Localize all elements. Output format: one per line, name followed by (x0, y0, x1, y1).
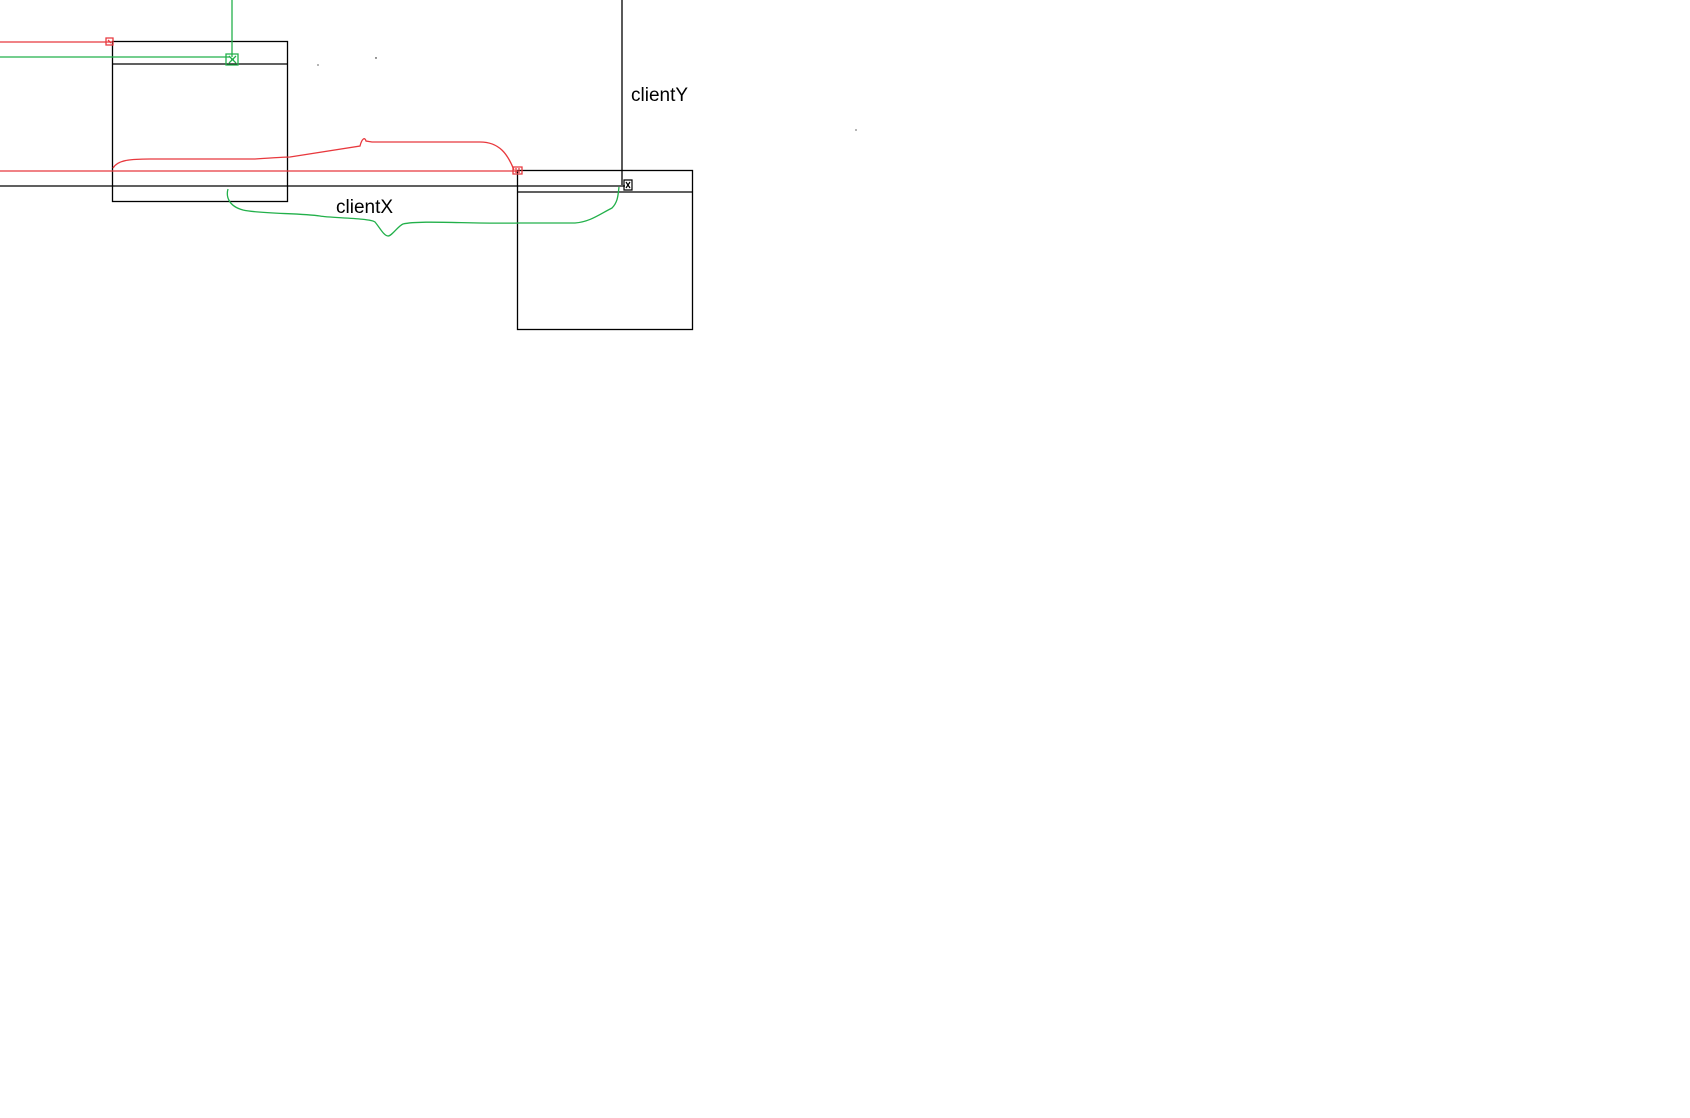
green-cursor-marker (225, 53, 239, 66)
moved-box-frame (516, 169, 694, 331)
red-distance-brace (112, 138, 515, 171)
original-box (111, 40, 289, 203)
black-cursor-marker (623, 179, 633, 191)
clientx-label: clientX (336, 197, 393, 218)
stray-dot (317, 64, 319, 66)
green-cursor-lines (0, 0, 620, 237)
stray-dot (375, 57, 377, 59)
green-distance-brace (226, 186, 620, 237)
red-marker-top (105, 37, 114, 46)
red-offset-lines (0, 37, 523, 175)
red-marker-bottom (512, 166, 523, 175)
clienty-label: clientY (631, 85, 688, 106)
moved-box (516, 169, 694, 331)
original-box-frame (111, 40, 289, 203)
stray-dot (855, 129, 857, 131)
